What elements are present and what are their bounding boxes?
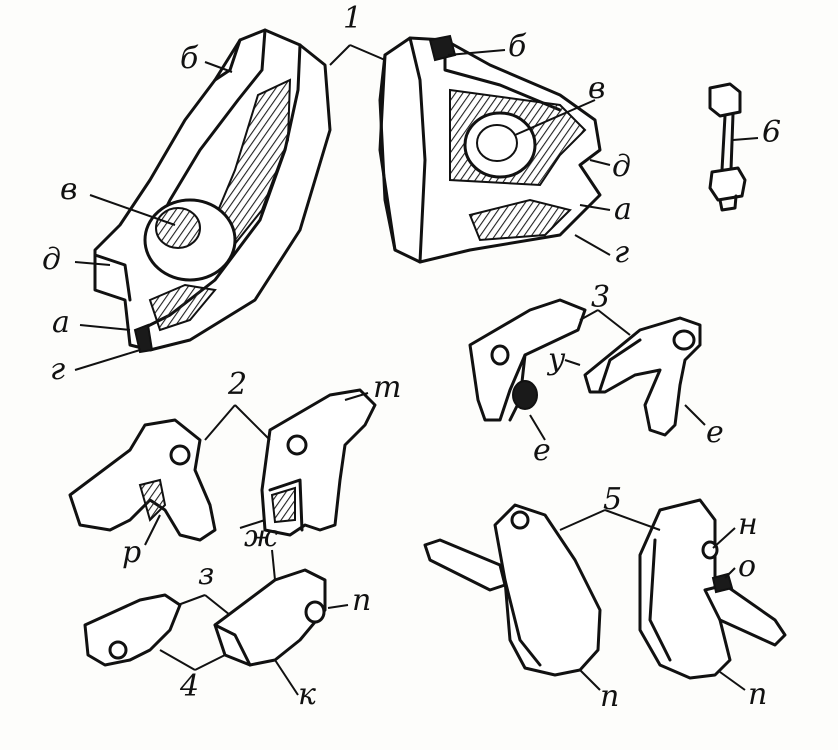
bolt <box>708 82 747 212</box>
label-p-small: п <box>352 583 372 618</box>
label-p-right: п <box>748 677 768 712</box>
label-3: 3 <box>591 280 611 315</box>
label-r: р <box>122 535 142 570</box>
part-4 <box>83 568 327 667</box>
label-a-right: а <box>614 192 632 227</box>
label-v-right: в <box>588 71 606 106</box>
label-n: н <box>738 507 758 542</box>
label-d-left: д <box>42 242 62 277</box>
label-v-left: в <box>60 172 78 207</box>
part-2 <box>68 388 377 542</box>
label-e-right: е <box>706 415 724 450</box>
label-b-right: б <box>508 29 527 64</box>
label-p-left: п <box>600 679 620 714</box>
label-a-left: а <box>52 305 70 340</box>
leader-1 <box>329 44 386 66</box>
bracket-right <box>378 34 602 264</box>
label-u: у <box>548 342 566 377</box>
label-d-right: д <box>612 149 632 184</box>
label-zh: ж <box>244 519 279 554</box>
label-g-right: г <box>614 235 630 270</box>
label-4: 4 <box>180 669 200 704</box>
label-e-left: е <box>533 433 551 468</box>
label-t: т <box>373 370 402 405</box>
label-2: 2 <box>228 367 248 402</box>
part-5 <box>423 498 787 680</box>
label-g-left: г <box>50 352 66 387</box>
label-z: з <box>198 557 215 592</box>
part-3 <box>468 298 702 437</box>
bracket-left <box>93 28 332 354</box>
label-b-left: б <box>180 41 199 76</box>
label-5: 5 <box>603 482 623 517</box>
label-k: к <box>298 677 316 712</box>
label-o: о <box>738 549 757 584</box>
label-1: 1 <box>343 1 363 36</box>
label-6: 6 <box>762 115 782 150</box>
